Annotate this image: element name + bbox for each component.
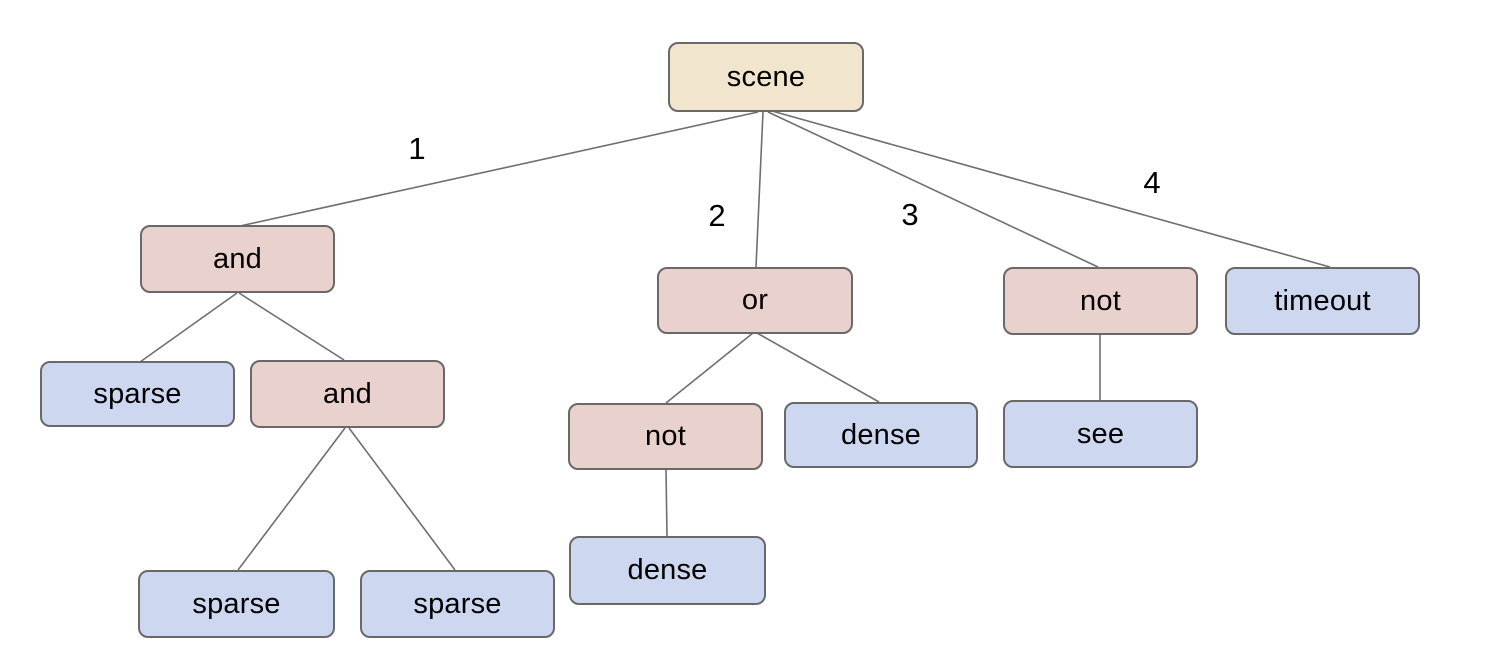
tree-node-and-1: and — [140, 225, 335, 293]
tree-node-dense-2: dense — [569, 536, 766, 605]
tree-node-and-2: and — [250, 360, 445, 428]
edge-scene-timeout — [771, 110, 1331, 268]
edge-or-dense — [756, 332, 880, 403]
edge-label-2: 2 — [708, 198, 726, 233]
tree-node-see: see — [1003, 400, 1198, 468]
tree-node-or: or — [657, 267, 853, 334]
edge-scene-not — [767, 111, 1099, 268]
tree-node-not-2: not — [568, 403, 763, 470]
edge-label-1: 1 — [408, 131, 426, 166]
edge-and2-sparse2 — [348, 427, 456, 571]
edge-and2-sparse — [237, 427, 346, 571]
tree-node-sparse-3: sparse — [360, 570, 555, 638]
tree-node-not-1: not — [1003, 267, 1198, 335]
edge-scene-and — [239, 111, 759, 227]
edge-and-and — [238, 292, 345, 361]
tree-node-scene: scene — [668, 42, 864, 112]
edge-or-not — [665, 332, 754, 404]
edge-label-3: 3 — [901, 197, 919, 232]
tree-node-sparse-1: sparse — [40, 361, 235, 427]
tree-node-timeout: timeout — [1225, 267, 1420, 335]
edge-and-sparse — [139, 292, 238, 363]
edge-scene-or — [755, 111, 764, 268]
edge-label-4: 4 — [1143, 165, 1161, 200]
edge-not-dense — [665, 469, 668, 537]
tree-node-dense-1: dense — [784, 402, 978, 468]
tree-node-sparse-2: sparse — [138, 570, 335, 638]
